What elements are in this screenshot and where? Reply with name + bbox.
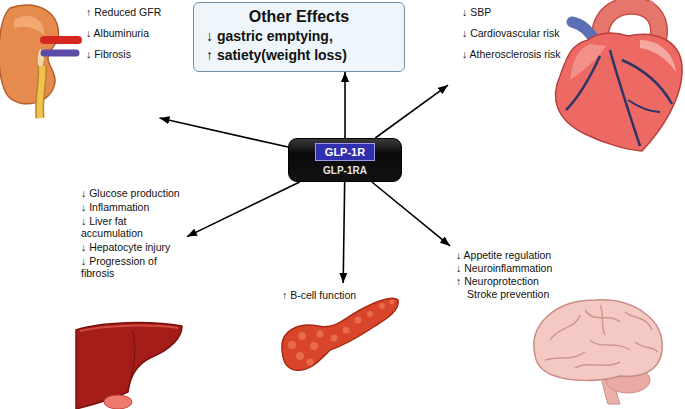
effect-item: ↓ Fibrosis — [86, 48, 161, 60]
effect-item: ↓ Liver fat accumulation — [81, 215, 181, 239]
effect-item: ↓ SBP — [462, 6, 561, 18]
effect-list: ↑ Reduced GFR ↓ Albuminuria ↓ Fibrosis — [86, 6, 161, 69]
effect-arrow — [160, 118, 289, 147]
effect-arrow — [187, 182, 300, 237]
ureter — [40, 66, 43, 118]
heart-highlight — [640, 40, 676, 72]
cerebrum — [534, 300, 662, 381]
effect-item: ↓ gastric emptying, — [206, 27, 392, 46]
kidney-group: ↑ Reduced GFR ↓ Albuminuria ↓ Fibrosis — [0, 0, 170, 118]
effect-item: ↑ Neuroprotection — [456, 275, 552, 287]
liver-body — [76, 323, 182, 409]
box-heading: Other Effects — [206, 7, 392, 27]
heart-illustration — [556, 0, 683, 151]
gallbladder — [104, 395, 132, 409]
effect-item: ↓ Appetite regulation — [456, 249, 552, 261]
kidney-highlight — [14, 16, 44, 36]
coronary-vessel — [566, 56, 600, 110]
effect-item: ↓ Glucose production — [81, 187, 181, 199]
renal-vein — [44, 50, 76, 57]
pancreas-body — [282, 298, 398, 370]
effect-list: ↓ SBP ↓ Cardiovascular risk ↓ Atherosclero… — [462, 6, 561, 69]
coronary-vessel — [622, 60, 672, 104]
effect-arrow — [343, 182, 344, 283]
effect-item: ↑ Reduced GFR — [86, 6, 161, 18]
liver-fissure — [128, 330, 135, 390]
liver-highlight — [80, 326, 178, 331]
effect-list: ↑ B-cell function — [282, 289, 356, 301]
effect-list: ↓ Appetite regulation↓ Neuroinflammation… — [456, 249, 552, 301]
other-effects-box: Other Effects↓ gastric emptying,↑ satiet… — [193, 2, 405, 72]
kidney-illustration — [0, 5, 78, 118]
receptor-label: GLP-1R — [315, 143, 375, 161]
renal-artery — [44, 36, 78, 44]
effect-item: ↓ Albuminuria — [86, 27, 161, 39]
aortic-branches — [618, 0, 652, 8]
coronary-vessel — [610, 50, 640, 146]
brain-illustration — [534, 300, 662, 404]
pancreas-group: ↑ B-cell function — [275, 283, 401, 373]
brain-group: ↓ Appetite regulation↓ Neuroinflammation… — [450, 243, 668, 405]
effect-item: Stroke prevention — [456, 288, 552, 300]
pancreas-texture — [288, 300, 395, 366]
effect-item: ↓ Cardiovascular risk — [462, 27, 561, 39]
receptor-chip: GLP-1R GLP-1RA — [288, 138, 402, 182]
liver-group: ↓ Glucose production ↓ Inflammation ↓ Live… — [75, 183, 187, 409]
effect-arrow — [344, 72, 346, 138]
effect-item: ↑ B-cell function — [282, 289, 356, 301]
heart-body — [556, 33, 683, 151]
effect-list: ↓ Glucose production ↓ Inflammation ↓ Live… — [81, 187, 181, 281]
effect-item: ↑ satiety(weight loss) — [206, 46, 392, 65]
coronary-vessel — [628, 100, 660, 112]
effect-item: ↓ Progression of fibrosis — [81, 255, 181, 279]
liver-illustration — [76, 323, 182, 409]
ureter-outline — [40, 66, 43, 118]
effect-item: ↓ Hepatocyte injury — [81, 241, 181, 253]
effect-arrow — [372, 182, 450, 246]
brain-gyri — [545, 305, 658, 368]
effect-arrow — [375, 85, 448, 138]
heart-atrium — [570, 44, 606, 80]
effect-item: ↓ Neuroinflammation — [456, 262, 552, 274]
effect-item: ↓ Atherosclerosis risk — [462, 48, 561, 60]
pancreas-illustration — [282, 298, 398, 370]
heart-group: ↓ SBP ↓ Cardiovascular risk ↓ Atherosclero… — [448, 0, 685, 152]
agonist-label: GLP-1RA — [323, 164, 367, 177]
effect-item: ↓ Inflammation — [81, 201, 181, 213]
